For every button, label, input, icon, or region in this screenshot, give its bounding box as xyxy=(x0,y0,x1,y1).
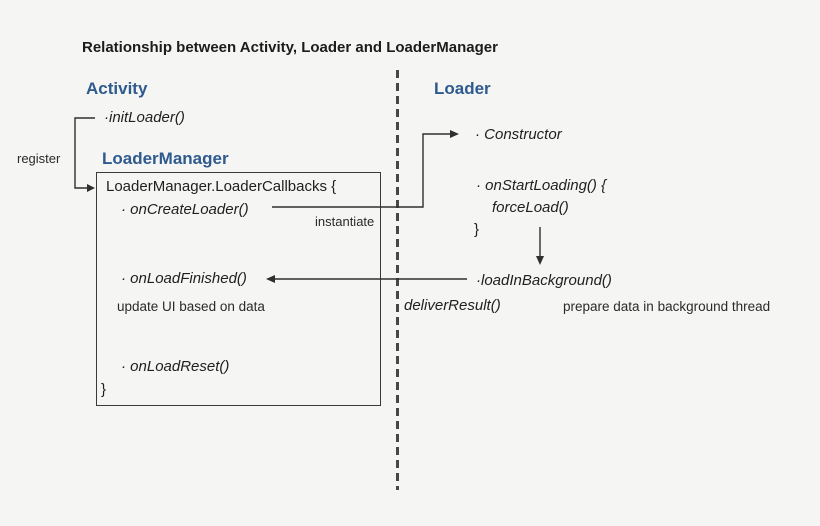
oncreateloader-method: · onCreateLoader() xyxy=(121,201,249,218)
loadermanager-heading: LoaderManager xyxy=(102,149,229,168)
onloadreset-method: · onLoadReset() xyxy=(121,358,230,375)
constructor-method: · Constructor xyxy=(475,126,562,143)
register-arrowhead-icon xyxy=(87,184,95,192)
forceload-method: forceLoad() xyxy=(492,199,569,216)
instantiate-arrowhead-icon xyxy=(450,130,459,138)
activity-heading: Activity xyxy=(86,79,148,98)
prepare-data-note: prepare data in background thread xyxy=(563,299,771,314)
deliverresult-method: deliverResult() xyxy=(404,297,501,314)
loader-closing-brace: } xyxy=(474,221,480,238)
onloadfinished-method: · onLoadFinished() xyxy=(121,270,247,287)
dashed-divider-line xyxy=(396,70,399,490)
loader-heading: Loader xyxy=(434,79,491,98)
onstartloading-method: · onStartLoading() { xyxy=(476,177,607,194)
loadinbackground-method: ·loadInBackground() xyxy=(476,272,612,289)
loader-callbacks-declaration: LoaderManager.LoaderCallbacks { xyxy=(106,178,337,195)
register-label: register xyxy=(17,151,61,166)
page-title: Relationship between Activity, Loader an… xyxy=(82,39,498,56)
instantiate-label: instantiate xyxy=(315,214,375,229)
register-connector-line xyxy=(74,117,95,189)
update-ui-note: update UI based on data xyxy=(117,299,265,314)
loader-callbacks-box xyxy=(96,172,381,406)
callbacks-closing-brace: } xyxy=(101,381,107,398)
initloader-method: ·initLoader() xyxy=(104,109,185,126)
forceload-arrowhead-icon xyxy=(536,256,544,265)
